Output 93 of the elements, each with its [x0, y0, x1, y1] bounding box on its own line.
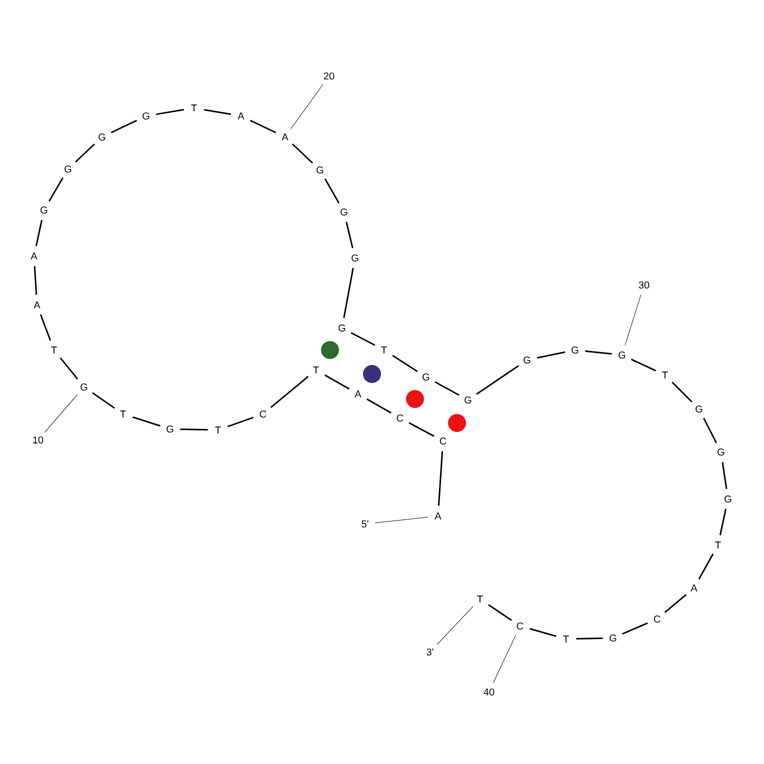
leader-line — [290, 84, 324, 129]
nucleotide-letter: G — [98, 133, 106, 141]
backbone-line — [630, 358, 656, 372]
backbone-line — [488, 604, 512, 621]
nucleotide-letter: T — [477, 596, 483, 602]
nucleotide-letter: G — [40, 206, 48, 214]
position-label: 40 — [484, 688, 494, 696]
backbone-line — [434, 381, 460, 396]
nucleotide-letter: G — [572, 346, 578, 354]
nucleotide-letter: T — [381, 346, 387, 354]
backbone-line — [530, 628, 556, 637]
position-label: 3' — [426, 648, 434, 656]
nucleotide-letter: G — [316, 166, 324, 174]
position-label: 10 — [33, 436, 44, 444]
nucleotide-letter: A — [282, 134, 288, 140]
nucleotide-letter: G — [352, 254, 358, 262]
backbone-line — [702, 418, 718, 444]
backbone-line — [536, 351, 566, 359]
backbone-line — [48, 177, 64, 202]
nucleotide-letter: C — [396, 414, 404, 422]
leader-line — [624, 294, 642, 346]
nucleotide-letter: T — [563, 636, 569, 642]
nucleotide-letter: G — [610, 634, 616, 642]
backbone-line — [92, 392, 116, 409]
backbone-line — [719, 508, 727, 536]
backbone-line — [476, 365, 519, 395]
backbone-line — [204, 108, 232, 116]
nucleotide-letter: G — [524, 356, 530, 364]
leader-line — [436, 606, 474, 645]
nucleotide-letter: A — [354, 390, 362, 398]
nucleotide-letter: T — [715, 542, 721, 548]
backbone-line — [34, 266, 38, 295]
position-label: 20 — [324, 72, 334, 80]
nucleotide-letter: T — [120, 410, 126, 418]
nucleotide-letter: A — [690, 584, 698, 592]
backbone-line — [622, 622, 648, 635]
backbone-line — [722, 462, 728, 490]
nucleotide-letter: G — [618, 351, 626, 359]
nucleotide-letter: T — [662, 372, 668, 378]
backbone-line — [392, 354, 418, 372]
nucleotide-letter: C — [516, 622, 524, 630]
nucleotide-letter: C — [654, 615, 660, 623]
backbone-line — [585, 350, 612, 355]
nucleotide-letter: G — [724, 495, 732, 503]
backbone-line — [366, 398, 392, 414]
nucleotide-letter: T — [51, 346, 57, 354]
backbone-line — [324, 374, 350, 390]
backbone-line — [576, 637, 603, 640]
backbone-line — [350, 332, 376, 346]
position-label: 5' — [362, 520, 368, 528]
backbone-line — [35, 220, 43, 246]
nucleotide-letter: G — [142, 112, 150, 120]
backbone-line — [664, 594, 687, 614]
nucleotide-letter: T — [191, 104, 197, 112]
backbone-line — [438, 451, 444, 506]
backbone-line — [343, 268, 354, 318]
backbone-line — [292, 143, 314, 164]
leader-line — [44, 394, 78, 433]
backbone-line — [324, 178, 340, 204]
nucleotide-letter: C — [440, 437, 446, 445]
nucleotide-letter: T — [215, 426, 221, 434]
nucleotide-letter: G — [464, 396, 472, 404]
position-label: 30 — [638, 281, 650, 289]
nucleotide-letter: A — [434, 512, 442, 520]
nucleotide-letter: T — [313, 366, 319, 374]
nucleotide-letter: A — [30, 252, 38, 260]
backbone-line — [132, 416, 161, 427]
backbone-line — [227, 416, 254, 428]
backbone-line — [40, 314, 52, 341]
backbone-line — [250, 120, 276, 134]
backbone-line — [672, 382, 692, 402]
nucleotide-letter: A — [34, 302, 40, 308]
backbone-line — [270, 376, 309, 408]
backbone-line — [110, 120, 138, 134]
leader-line — [374, 516, 428, 524]
nucleotide-letter: G — [338, 324, 346, 332]
nucleotide-letter: G — [422, 373, 430, 381]
nucleotide-letter: G — [166, 425, 174, 433]
backbone-line — [698, 554, 714, 580]
backbone-line — [60, 357, 78, 380]
nucleotide-letter: G — [80, 383, 88, 391]
nucleotide-letter: A — [238, 112, 244, 120]
nucleotide-letter: G — [340, 208, 348, 216]
leader-line — [493, 634, 516, 684]
backbone-line — [74, 143, 96, 163]
backbone-line — [408, 422, 434, 437]
backbone-line — [156, 108, 184, 116]
backbone-line — [346, 222, 354, 248]
nucleotide-letter: G — [64, 165, 72, 173]
nucleotide-letter: G — [718, 448, 724, 456]
nucleotide-letter: G — [696, 405, 702, 413]
nucleotide-letter: C — [260, 410, 266, 418]
backbone-line — [180, 428, 208, 431]
